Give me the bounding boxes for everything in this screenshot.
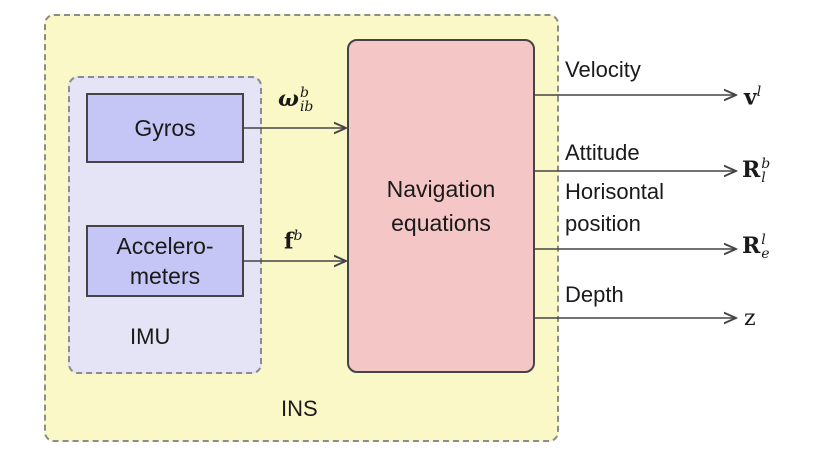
ins-label: INS [281, 396, 318, 421]
navigation-label-line1: Navigation [386, 176, 496, 202]
v-base: v [744, 84, 757, 111]
imu-label: IMU [130, 324, 171, 349]
accelerometers-label-line2: meters [129, 263, 201, 289]
attitude-label: Attitude [565, 140, 640, 165]
omega-base: ω [278, 86, 299, 112]
z-symbol: z [744, 306, 756, 331]
r2-base: R [742, 233, 761, 259]
r1-sup: b [761, 156, 771, 172]
accelerometers-block: Accelero- meters [86, 225, 244, 297]
f-sup: b [293, 228, 303, 244]
v-sup: l [756, 84, 762, 100]
f-b-symbol: fb [284, 228, 302, 254]
r1-sub: l [761, 170, 766, 186]
navigation-label-line2: equations [391, 210, 491, 236]
horisontal-label-line1: Horisontal [565, 179, 665, 204]
omega-sup: b [299, 85, 309, 101]
r2-sub: e [761, 246, 770, 262]
gyros-label: Gyros [134, 115, 196, 141]
r1-base: R [742, 157, 761, 183]
velocity-label: Velocity [565, 57, 641, 82]
navigation-equations-block: Navigation equations [347, 39, 535, 373]
accelerometers-label-line1: Accelero- [116, 233, 214, 259]
omega-sub: ib [299, 99, 314, 115]
f-base: f [284, 228, 294, 255]
r2-sup: l [761, 232, 766, 248]
v-l-symbol: vl [744, 84, 761, 110]
horisontal-label-line2: position [565, 211, 641, 236]
gyros-block: Gyros [86, 93, 244, 163]
depth-label: Depth [565, 282, 624, 307]
